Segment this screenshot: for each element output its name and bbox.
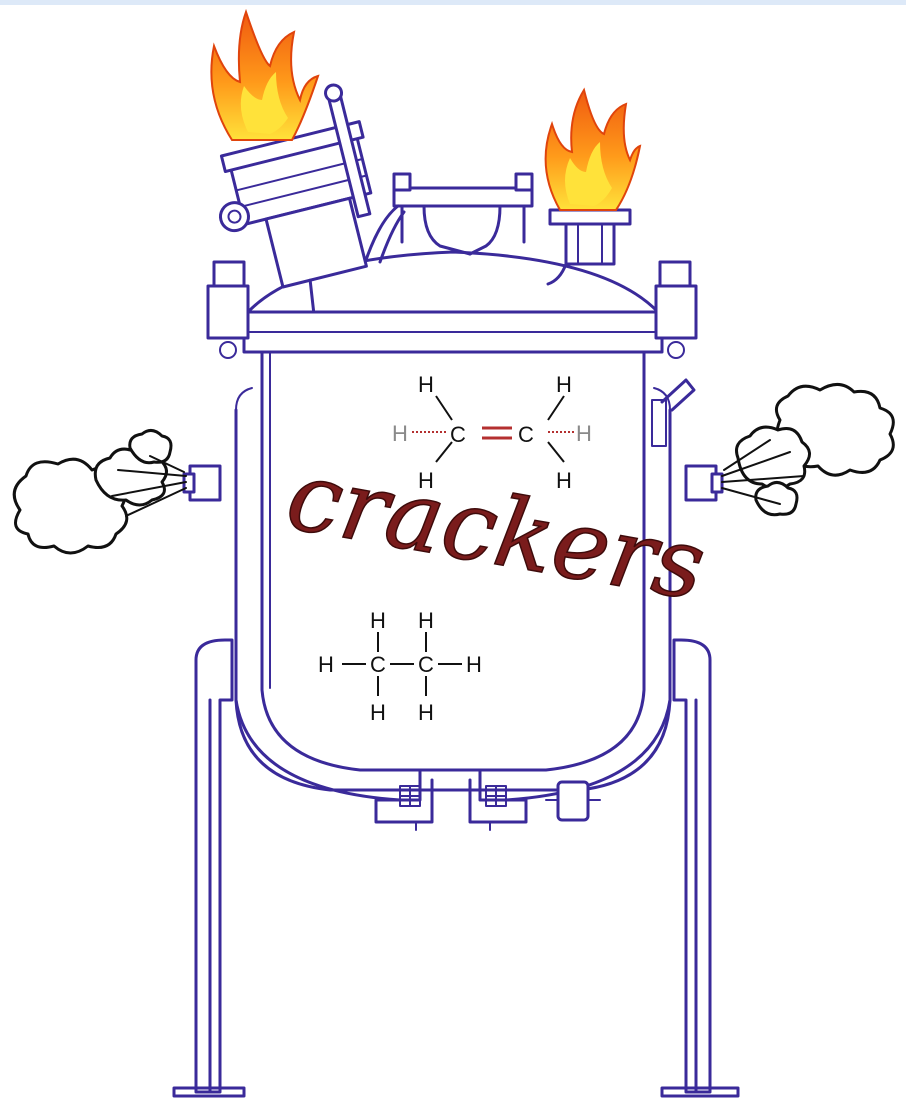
top-manifold — [364, 172, 534, 264]
ethane-atom-h-bottom-right: H — [418, 700, 434, 725]
steam-left — [12, 429, 187, 555]
ethane-atom-h-top-left: H — [370, 608, 386, 633]
bottom-outlets — [374, 768, 601, 831]
vessel-body — [234, 250, 696, 802]
ethane-atom-h-top-right: H — [418, 608, 434, 633]
ethene-atom-h-top-right: H — [556, 372, 572, 397]
reactor-legs — [172, 638, 740, 1098]
ethene-atom-c-right: C — [518, 422, 534, 447]
ethene-atom-h-bottom-right: H — [556, 468, 572, 493]
steam-right — [721, 383, 895, 517]
flame-right — [544, 87, 642, 211]
ethene-atom-h-left: H — [392, 421, 408, 446]
ethene-atom-h-bottom-left: H — [418, 468, 434, 493]
ethane-structure: H H H C C H H H — [318, 608, 482, 725]
ethane-atom-c-right: C — [418, 652, 434, 677]
ethane-atom-h-left: H — [318, 652, 334, 677]
side-lugs — [206, 260, 698, 359]
top-edge-bar — [0, 0, 906, 5]
flame-left — [210, 8, 320, 141]
ethane-atom-c-left: C — [370, 652, 386, 677]
ethene-atom-h-top-left: H — [418, 372, 434, 397]
top-manway — [218, 83, 373, 312]
ethene-structure: H H H C C H H H — [392, 372, 592, 493]
ethane-atom-h-bottom-left: H — [370, 700, 386, 725]
ethane-atom-h-right: H — [466, 652, 482, 677]
ethene-atom-h-right: H — [576, 421, 592, 446]
ethene-atom-c-left: C — [450, 422, 466, 447]
side-nozzles — [182, 464, 724, 502]
